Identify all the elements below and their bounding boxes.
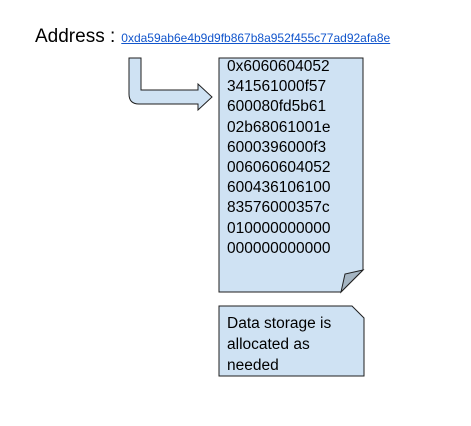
code-box-fold [340, 269, 365, 294]
address-link[interactable]: 0xda59ab6e4b9d9fb867b8a952f455c77ad92afa… [121, 31, 391, 45]
code-line: 341561000f57 [227, 78, 327, 96]
code-box-text: 0x6060604052 341561000f57 600080fd5b61 0… [227, 57, 359, 259]
code-line: 02b68061001e [227, 118, 331, 136]
note-box-text: Data storage is allocated as needed [227, 315, 332, 374]
code-line: 600436106100 [227, 179, 331, 197]
code-line: 0x6060604052 [227, 58, 330, 75]
address-label: Address : [35, 26, 116, 47]
address-row: Address : 0xda59ab6e4b9d9fb867b8a952f455… [35, 26, 390, 48]
code-line: 010000000000 [227, 219, 331, 237]
note-box-shape [218, 305, 365, 377]
code-line: 006060604052 [227, 159, 331, 177]
code-line: 600080fd5b61 [227, 98, 327, 116]
bent-arrow-icon [128, 57, 213, 112]
code-line: 6000396000f3 [227, 138, 327, 156]
code-line: 83576000357c [227, 199, 330, 217]
code-line: 000000000000 [227, 239, 331, 257]
